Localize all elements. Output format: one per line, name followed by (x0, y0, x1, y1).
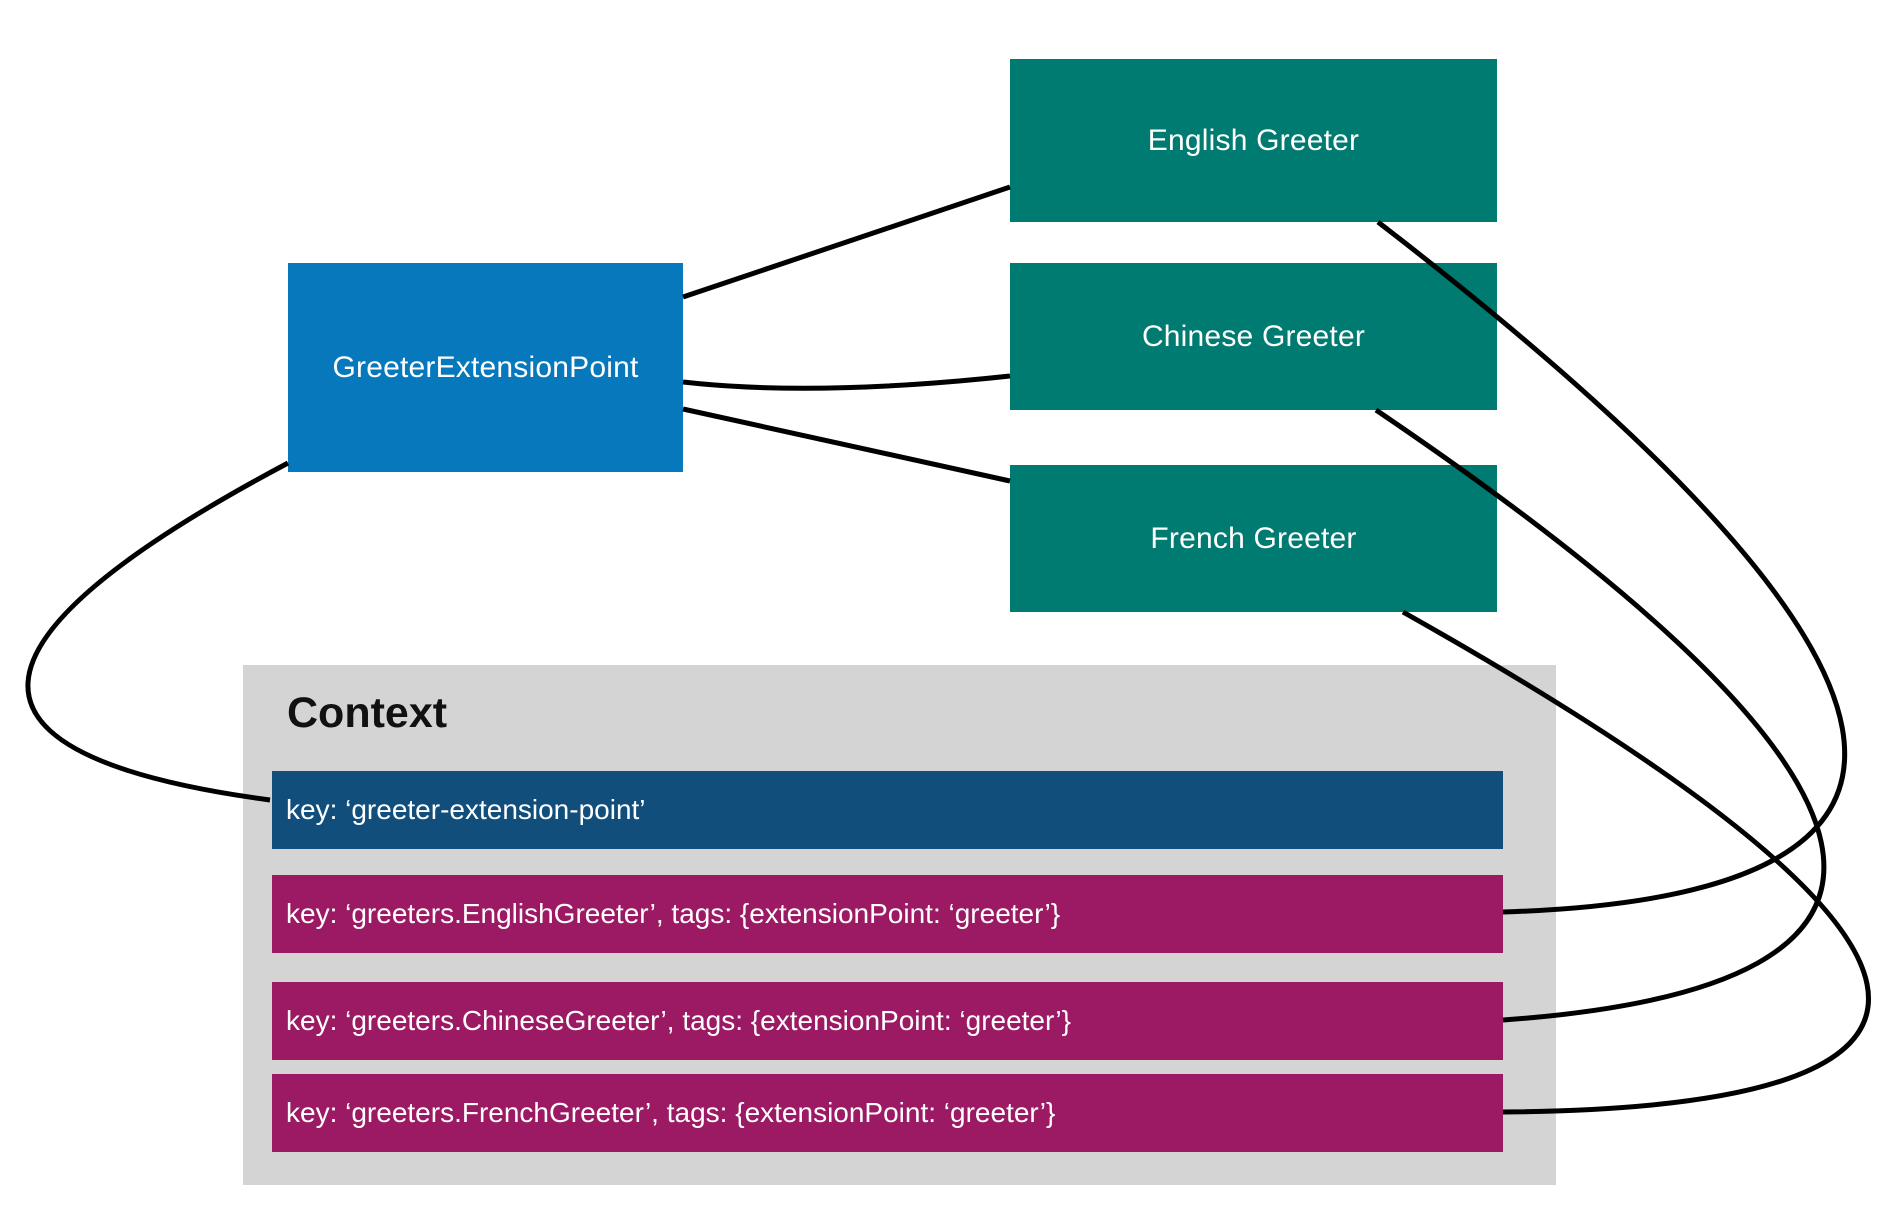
extension-point-node: GreeterExtensionPoint (288, 263, 683, 472)
greeter-node-french-label: French Greeter (1150, 521, 1357, 555)
context-entry-extension-point-label: key: ‘greeter-extension-point’ (286, 794, 646, 825)
context-entry-extension-point: key: ‘greeter-extension-point’ (272, 771, 1503, 849)
extension-point-label: GreeterExtensionPoint (332, 350, 639, 384)
context-entry-chinese-greeter: key: ‘greeters.ChineseGreeter’, tags: {e… (272, 982, 1503, 1060)
greeter-node-chinese: Chinese Greeter (1010, 263, 1497, 410)
greeter-node-english: English Greeter (1010, 59, 1497, 222)
greeter-node-french: French Greeter (1010, 465, 1497, 612)
context-panel: Context key: ‘greeter-extension-point’ k… (243, 665, 1556, 1185)
context-entry-french-greeter-label: key: ‘greeters.FrenchGreeter’, tags: {ex… (286, 1097, 1056, 1128)
edge-extensionpoint-to-english-node (682, 184, 1011, 300)
edge-extensionpoint-to-french-node (682, 406, 1011, 484)
greeter-node-english-label: English Greeter (1147, 123, 1360, 157)
context-title: Context (287, 689, 448, 737)
context-entry-chinese-greeter-label: key: ‘greeters.ChineseGreeter’, tags: {e… (286, 1005, 1071, 1036)
context-entry-english-greeter-label: key: ‘greeters.EnglishGreeter’, tags: {e… (286, 898, 1061, 929)
context-entry-french-greeter: key: ‘greeters.FrenchGreeter’, tags: {ex… (272, 1074, 1503, 1152)
greeter-node-chinese-label: Chinese Greeter (1141, 319, 1366, 353)
context-entry-english-greeter: key: ‘greeters.EnglishGreeter’, tags: {e… (272, 875, 1503, 953)
edge-extensionpoint-to-chinese-node (682, 373, 1011, 391)
